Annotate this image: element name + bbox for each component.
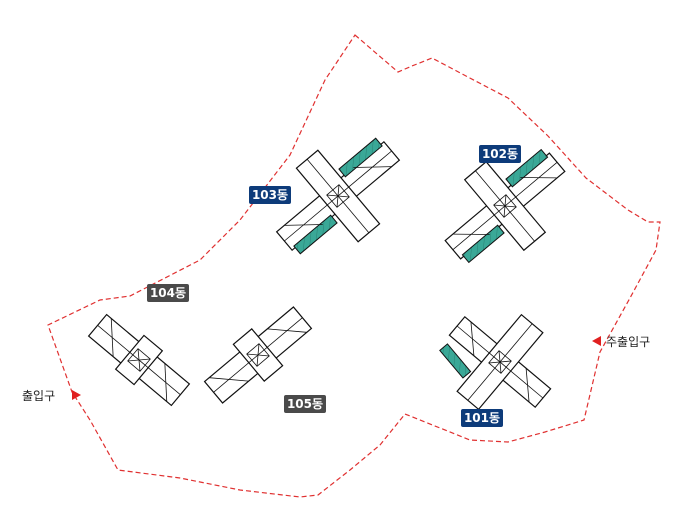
label-104: 104동	[147, 284, 189, 302]
building-104-footprint[interactable]	[83, 308, 194, 411]
secondary-entrance-label: 출입구	[22, 389, 55, 403]
label-103-text: 103동	[252, 188, 288, 202]
main-entrance: 주출입구	[592, 335, 650, 349]
label-102: 102동	[479, 145, 521, 163]
label-103: 103동	[249, 186, 291, 204]
label-105: 105동	[284, 395, 326, 413]
site-boundary	[47, 34, 661, 498]
label-104-text: 104동	[150, 286, 186, 300]
secondary-entrance: 출입구	[22, 389, 81, 403]
building-102-footprint[interactable]	[423, 127, 586, 285]
building-101-footprint[interactable]	[425, 288, 575, 437]
main-entrance-label: 주출입구	[606, 335, 650, 349]
label-101-text: 101동	[464, 411, 500, 425]
label-105-text: 105동	[287, 397, 323, 411]
building-105-footprint[interactable]	[198, 299, 318, 410]
arrow-left-icon	[592, 336, 601, 346]
label-101: 101동	[461, 409, 503, 427]
arrow-right-icon	[72, 390, 81, 400]
label-102-text: 102동	[482, 147, 518, 161]
building-103-footprint[interactable]	[254, 114, 423, 278]
